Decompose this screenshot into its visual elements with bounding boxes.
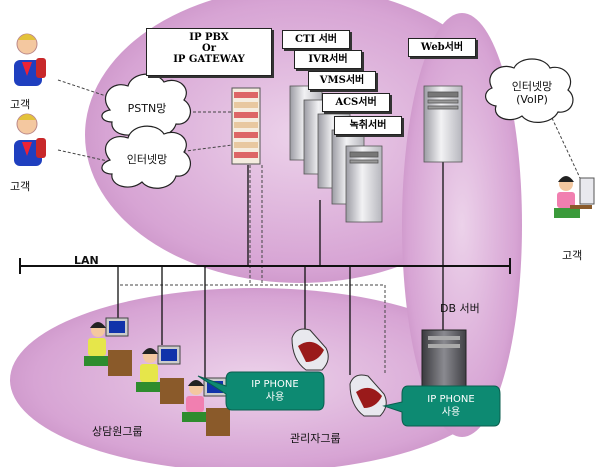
link-customer-internet	[57, 149, 113, 163]
ip-phone-line2: 사용	[265, 392, 285, 403]
agent-workstation-icon	[136, 345, 184, 404]
agent-workstation-icon	[84, 317, 132, 376]
voip-label-line1: 인터넷망	[511, 80, 553, 93]
customer-label: 고객	[10, 180, 31, 193]
lan-bus	[19, 258, 511, 274]
ip-phone-line2: 사용	[441, 407, 461, 418]
ip-phone-right-text: IP PHONE 사용	[406, 393, 496, 419]
pbx-line1: IP PBX	[189, 32, 229, 43]
ip-phone-left-text: IP PHONE 사용	[230, 378, 320, 404]
pbx-line3: IP GATEWAY	[173, 54, 245, 65]
customer-label: 고객	[562, 249, 583, 262]
internet-cloud-left	[101, 125, 192, 189]
ip-phone-bubble-left	[197, 371, 325, 411]
internet-cloud-right	[485, 58, 574, 123]
ivr-server-box: IVR서버	[294, 50, 362, 69]
customer-icon	[14, 113, 46, 166]
customer-icon	[14, 33, 46, 86]
cti-server-box: CTI 서버	[282, 30, 350, 49]
vms-server-box: VMS서버	[308, 71, 376, 90]
web-server-box: Web서버	[408, 38, 476, 57]
ip-phone-icon	[291, 328, 329, 371]
customer-icon	[554, 176, 595, 218]
manager-group-label: 관리자그룹	[290, 432, 341, 445]
link-internet-pbx	[177, 144, 233, 153]
db-server-label: DB 서버	[440, 302, 480, 315]
pstn-label: PSTN망	[127, 102, 167, 115]
ip-phone-bubble-right	[382, 385, 501, 427]
recording-server-box: 녹취서버	[334, 116, 402, 135]
lan-label: LAN	[74, 254, 99, 267]
internet-label: 인터넷망	[126, 153, 168, 166]
agent-group-label: 상담원그룹	[92, 425, 143, 438]
acs-server-box: ACS서버	[322, 93, 390, 112]
pbx-line2: Or	[202, 43, 216, 54]
ip-phone-line1: IP PHONE	[427, 394, 475, 405]
pbx-gateway-box: IP PBX Or IP GATEWAY	[146, 28, 272, 76]
pbx-rack-icon	[231, 87, 261, 165]
pstn-cloud	[101, 73, 192, 137]
web-server-icon	[423, 85, 463, 163]
link-voip-customer	[551, 117, 581, 179]
ip-phone-line1: IP PHONE	[251, 379, 299, 390]
server-stack-icon	[289, 85, 383, 223]
ip-phone-icon	[349, 374, 387, 417]
customer-label: 고객	[10, 98, 31, 111]
link-customer-pstn	[57, 79, 113, 99]
voip-label-line2: (VoIP)	[516, 93, 548, 106]
